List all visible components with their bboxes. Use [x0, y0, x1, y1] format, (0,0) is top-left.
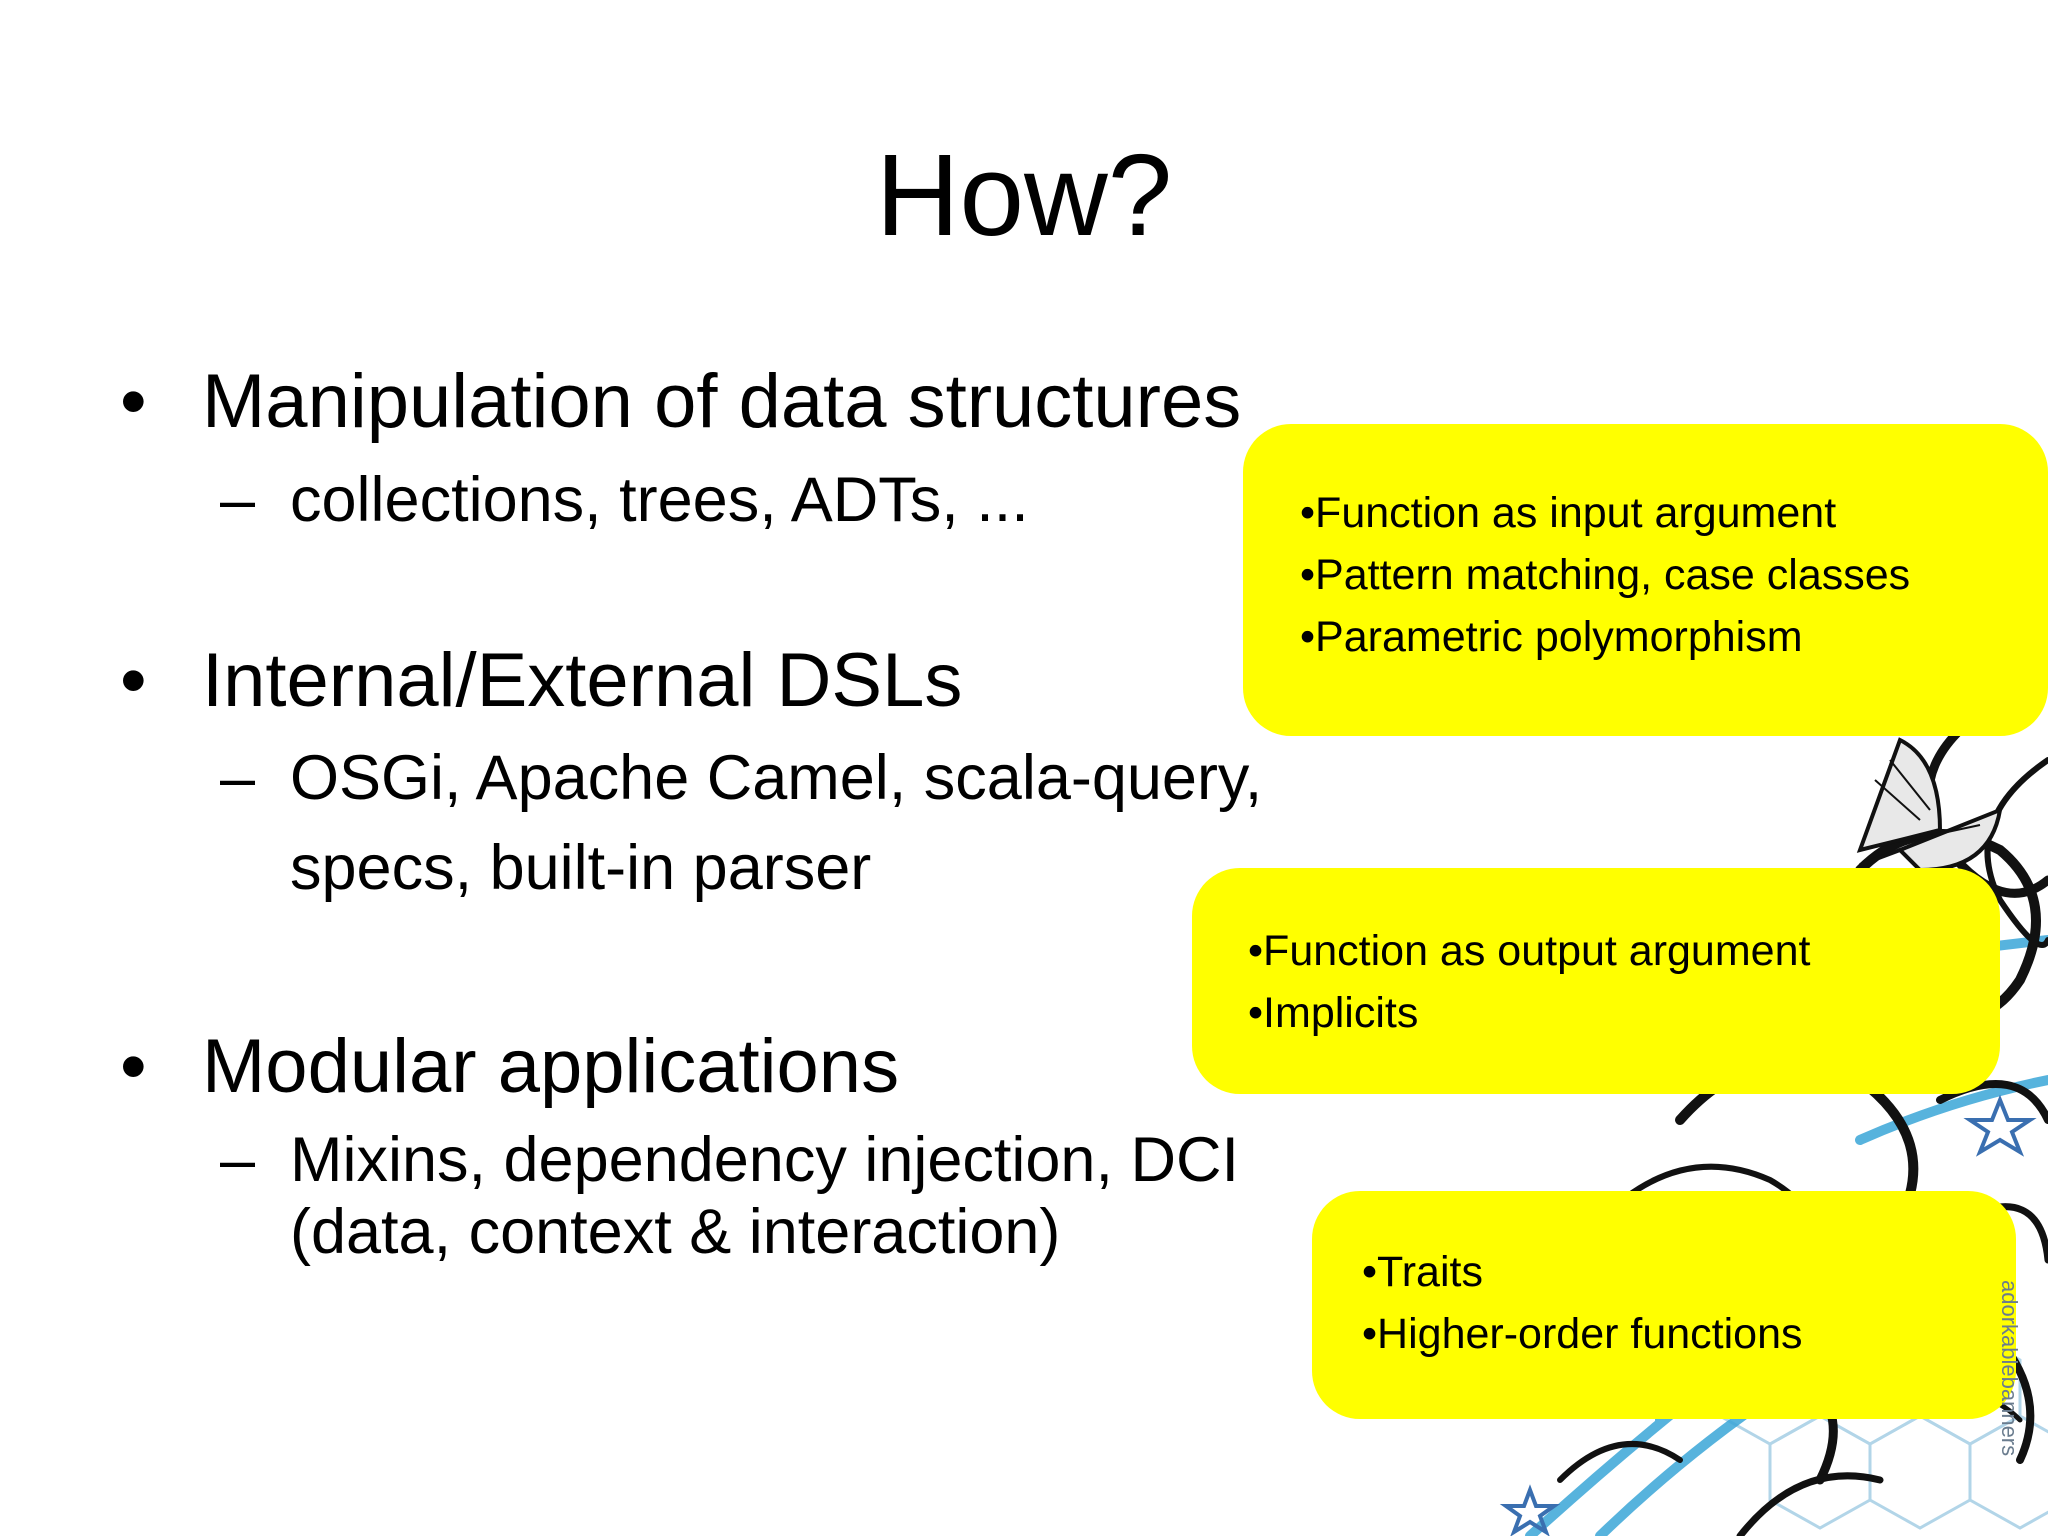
- bullet-item: • Internal/External DSLs: [120, 636, 962, 726]
- sub-bullet-continuation: (data, context & interaction): [290, 1197, 1061, 1267]
- sub-bullet-label: collections, trees, ADTs, ...: [290, 465, 1029, 535]
- bullet-dot: •: [120, 1024, 147, 1109]
- sub-bullet-dash: –: [220, 1125, 256, 1195]
- callout-item: •Traits: [1362, 1248, 1483, 1296]
- callout-item: •Pattern matching, case classes: [1300, 551, 1911, 599]
- sub-bullet-dash: –: [220, 743, 256, 813]
- sub-bullet-label: OSGi, Apache Camel, scala-query,: [290, 743, 1263, 813]
- sub-bullet-dash: –: [220, 465, 256, 535]
- bullet-item: • Modular applications: [120, 1022, 899, 1112]
- sub-bullet-item: –OSGi, Apache Camel, scala-query,: [220, 742, 1262, 814]
- bullet-label: Manipulation of data structures: [202, 359, 1242, 444]
- watermark-text: adorkablebanners: [1997, 1280, 2022, 1457]
- bullet-dot: •: [120, 359, 147, 444]
- bullet-label: Modular applications: [202, 1024, 900, 1109]
- slide-title: How?: [875, 130, 1173, 260]
- sub-bullet-item: –Mixins, dependency injection, DCI: [220, 1124, 1239, 1196]
- bullet-dot: •: [120, 638, 147, 723]
- callout-item: •Higher-order functions: [1362, 1310, 1803, 1358]
- callout-item: •Function as input argument: [1300, 489, 1837, 537]
- callout-box-output-functions: •Function as output argument •Implicits: [1192, 868, 2000, 1094]
- callout-item: •Implicits: [1248, 989, 1419, 1037]
- sub-bullet-label: Mixins, dependency injection, DCI: [290, 1125, 1239, 1195]
- sub-bullet-item: –collections, trees, ADTs, ...: [220, 464, 1029, 536]
- bullet-label: Internal/External DSLs: [202, 638, 963, 723]
- butterfly-icon: [1856, 737, 2003, 873]
- bullet-item: • Manipulation of data structures: [120, 357, 1241, 447]
- callout-box-traits: •Traits •Higher-order functions: [1312, 1191, 2016, 1419]
- callout-item: •Parametric polymorphism: [1300, 613, 1803, 661]
- sub-bullet-continuation: specs, built-in parser: [290, 833, 872, 903]
- callout-box-input-functions: •Function as input argument •Pattern mat…: [1243, 424, 2048, 736]
- callout-item: •Function as output argument: [1248, 927, 1811, 975]
